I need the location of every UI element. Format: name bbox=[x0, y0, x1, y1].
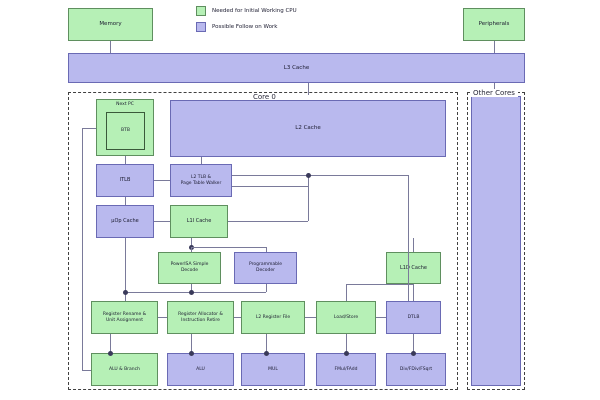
block-fmul-fadd: FMul/FAdd bbox=[316, 353, 376, 386]
wire-decoder-split bbox=[191, 247, 266, 248]
legend-swatch-purple-icon bbox=[196, 22, 206, 32]
wire-simple-decode-down bbox=[191, 284, 192, 292]
block-register-allocator: Register Allocator & Instruction Retire bbox=[167, 301, 234, 334]
wire-l2cache-l2tlb bbox=[201, 157, 202, 164]
block-alu-branch: ALU & Branch bbox=[91, 353, 158, 386]
junction-dot-alubranch bbox=[108, 351, 113, 356]
wire-l1d-loadstore-v bbox=[346, 284, 347, 301]
block-l1i-cache: L1I Cache bbox=[170, 205, 228, 238]
wire-l2cache-l1d bbox=[413, 238, 414, 252]
wire-loadstore-dtlb bbox=[376, 317, 386, 318]
wire-uopcache-down-rename bbox=[125, 238, 126, 301]
legend-item-initial: Needed for Initial Working CPU bbox=[196, 6, 297, 16]
block-btb: BTB bbox=[106, 112, 145, 150]
junction-dot-mul bbox=[264, 351, 269, 356]
wire-bus-down-to-dtlb bbox=[408, 175, 409, 301]
junction-dot-l2tlb-bus bbox=[306, 173, 311, 178]
block-other-cores-fill bbox=[471, 96, 521, 386]
block-programmable-decoder: Programmable Decoder bbox=[234, 252, 297, 284]
block-powerisa-simple-decode: PowerISA Simple Decode bbox=[158, 252, 221, 284]
wire-to-simple-decode bbox=[191, 247, 192, 252]
legend-item-followon: Possible Follow on Work bbox=[196, 22, 277, 32]
block-uop-cache: μOp Cache bbox=[96, 205, 154, 238]
wire-peripherals-to-l3 bbox=[494, 41, 495, 53]
group-label-other-cores-overlay: Other Cores bbox=[470, 89, 518, 97]
wire-branch-feedback-v bbox=[82, 128, 83, 370]
junction-dot-rename-bus bbox=[123, 290, 128, 295]
junction-dot-div bbox=[411, 351, 416, 356]
wire-memory-to-l3 bbox=[110, 41, 111, 53]
wire-branch-feedback-to-nextpc bbox=[82, 128, 96, 129]
block-register-rename: Register Rename & Unit Assignment bbox=[91, 301, 158, 334]
block-l3-cache: L3 Cache bbox=[68, 53, 525, 83]
junction-dot-fmul bbox=[344, 351, 349, 356]
wire-nextpc-itlb bbox=[125, 156, 126, 164]
block-l2-register-file: L2 Register File bbox=[241, 301, 305, 334]
wire-l2tlb-to-node bbox=[232, 186, 308, 187]
wire-l1i-to-node bbox=[228, 221, 308, 222]
wire-l1d-loadstore-h bbox=[346, 284, 413, 285]
group-core0 bbox=[68, 92, 458, 390]
wire-rename-alubranch bbox=[110, 334, 111, 353]
wire-prog-decoder-down bbox=[266, 284, 267, 292]
wire-itlb-l2tlb bbox=[154, 180, 170, 181]
wire-loadstore-fmul bbox=[346, 334, 347, 353]
block-div-fdiv-fsqrt: Div/FDiv/FSqrt bbox=[386, 353, 446, 386]
wire-dtlb-div bbox=[413, 334, 414, 353]
junction-dot-decode-merge bbox=[189, 290, 194, 295]
legend-label-followon: Possible Follow on Work bbox=[212, 24, 278, 30]
legend-label-initial: Needed for Initial Working CPU bbox=[212, 8, 297, 14]
block-peripherals: Peripherals bbox=[463, 8, 525, 41]
wire-l3-to-core0 bbox=[308, 83, 309, 95]
block-dtlb: DTLB bbox=[386, 301, 441, 334]
wire-uopcache-l1i bbox=[154, 221, 170, 222]
wire-rename-allocator bbox=[158, 317, 167, 318]
block-alu: ALU bbox=[167, 353, 234, 386]
wire-to-prog-decoder bbox=[266, 247, 267, 252]
wire-regfile-loadstore bbox=[305, 317, 316, 318]
junction-dot-alu bbox=[189, 351, 194, 356]
wire-allocator-alu bbox=[191, 334, 192, 353]
block-l2-cache: L2 Cache bbox=[170, 100, 446, 157]
wire-decode-merge-bus bbox=[125, 292, 266, 293]
wire-l1d-dtlb bbox=[413, 284, 414, 301]
legend-swatch-green-icon bbox=[196, 6, 206, 16]
wire-l2tlb-right-bus bbox=[232, 175, 408, 176]
block-l1d-cache: L1D Cache bbox=[386, 252, 441, 284]
block-memory: Memory bbox=[68, 8, 153, 41]
wire-l1i-down bbox=[191, 238, 192, 247]
wire-node-down bbox=[308, 175, 309, 221]
block-itlb: ITLB bbox=[96, 164, 154, 197]
wire-itlb-uopcache bbox=[125, 197, 126, 205]
wire-branch-feedback-from-alu bbox=[82, 370, 91, 371]
block-load-store: Load/Store bbox=[316, 301, 376, 334]
group-label-core0: Core 0 bbox=[250, 93, 279, 101]
wire-allocator-regfile bbox=[234, 317, 241, 318]
wire-regfile-mul bbox=[266, 334, 267, 353]
block-mul: MUL bbox=[241, 353, 305, 386]
block-l2-tlb-page-table-walker: L2 TLB & Page Table Walker bbox=[170, 164, 232, 197]
